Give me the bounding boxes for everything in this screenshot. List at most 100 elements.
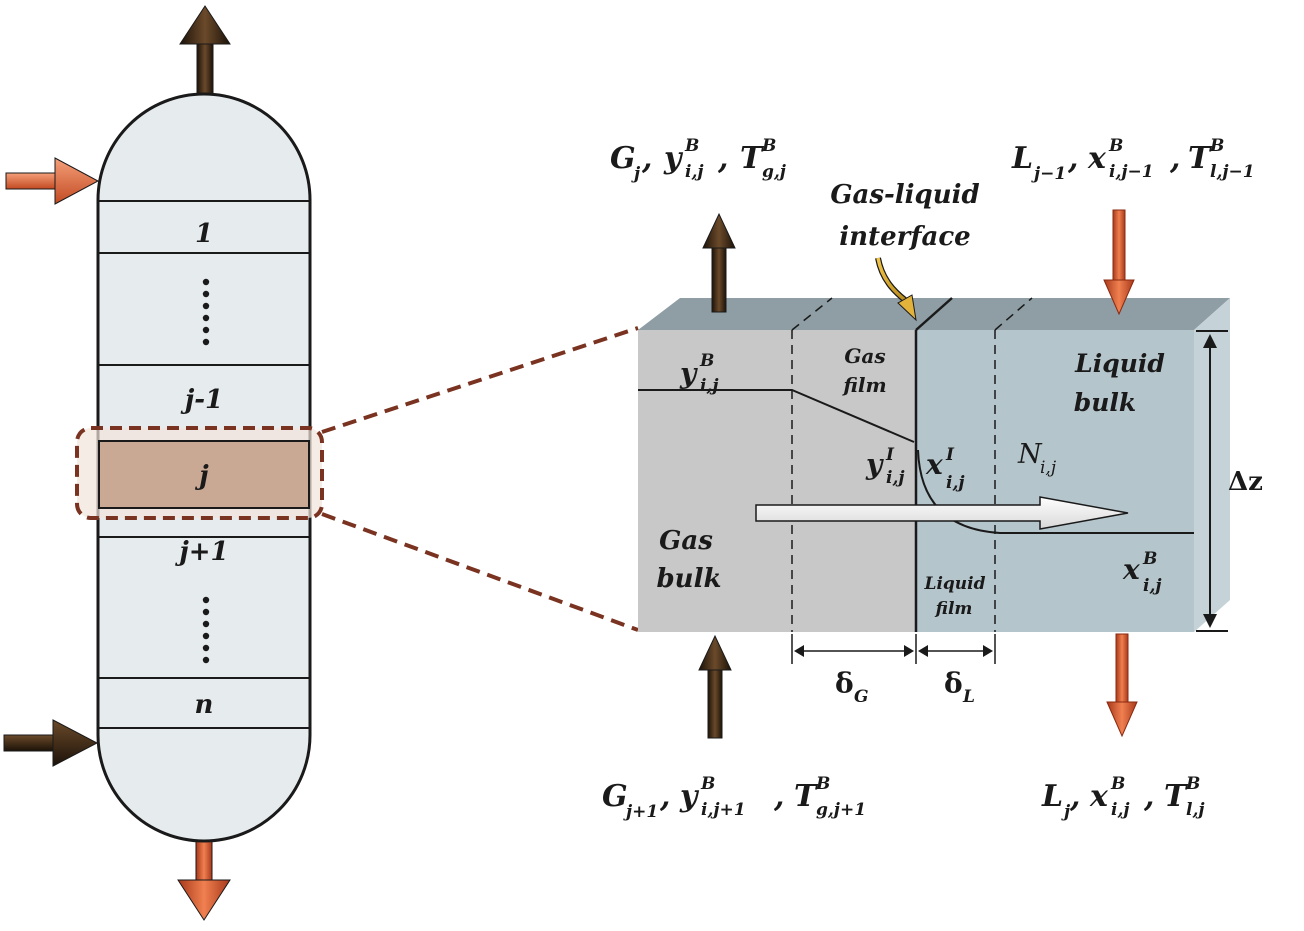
flux-var: N i,j [1017, 439, 1057, 478]
gas-bulk-label-line2: bulk [657, 564, 722, 594]
ellipsis-dots-upper [202, 278, 210, 346]
liquid-out-main-sub: j [1061, 802, 1071, 822]
liquid-in-main: L [1011, 141, 1033, 176]
y-interface-sup: I [885, 445, 895, 465]
x-interface-sup: I [945, 445, 955, 465]
flux-sub: i,j [1040, 458, 1057, 478]
liquid-out-sep2: , [1143, 779, 1154, 814]
y-bulk-base: y [679, 357, 698, 390]
flux-arrow [755, 496, 1129, 530]
gas-out-main: G [610, 141, 636, 176]
liquid-in-main-sub: j−1 [1031, 164, 1066, 184]
delta-l-base: δ [944, 667, 963, 700]
liquid-out-main: L [1041, 779, 1063, 814]
gas-inlet-arrow [698, 634, 732, 739]
gas-out-var2: y [663, 141, 684, 176]
stage-label-n: n [195, 690, 214, 720]
film-thickness-dimensions [791, 634, 996, 664]
gas-out-sep1: , [641, 141, 652, 176]
liquid-inlet-arrow [1103, 209, 1135, 316]
gas-in-var2-sub: i,j+1 [701, 800, 746, 820]
liquid-in-var3-sub: l,j−1 [1210, 162, 1255, 182]
liquid-bulk-label-line2: bulk [1074, 388, 1136, 417]
gas-in-var3-sub: g,j+1 [816, 800, 866, 820]
ellipsis-dots-lower [202, 596, 210, 664]
stream-label-gas-out: G j , y B i,j , T B g,j [610, 136, 787, 184]
film-boundaries [791, 297, 1033, 632]
x-bulk-sub: i,j [1143, 576, 1162, 596]
gas-in-var3: T [794, 779, 819, 814]
y-bulk-sup: B [699, 351, 714, 371]
gas-out-var3-sup: B [761, 136, 776, 156]
y-bulk-var: y B i,j [679, 351, 719, 396]
stream-label-liquid-out: L j , x B i,j , T B l,j [1041, 774, 1205, 822]
stage-label-1: 1 [195, 219, 213, 249]
gas-in-main-sub: j+1 [623, 802, 658, 822]
x-bulk-sup: B [1142, 549, 1157, 569]
gas-out-var2-sub: i,j [685, 162, 704, 182]
liquid-out-var3: T [1164, 779, 1189, 814]
x-interface-var: x I i,j [925, 445, 965, 493]
liquid-out-var2-sup: B [1110, 774, 1125, 794]
liquid-out-var3-sub: l,j [1186, 800, 1205, 820]
liquid-bulk-label-line1: Liquid [1074, 349, 1165, 378]
liquid-out-var2: x [1089, 779, 1109, 814]
height-dimension [1196, 330, 1228, 632]
delta-g-label: δ G [835, 667, 869, 707]
liquid-out-var3-sup: B [1185, 774, 1200, 794]
gas-concentration-profile [638, 389, 915, 443]
x-bulk-var: x B i,j [1122, 549, 1162, 596]
stage-dividers [99, 200, 309, 729]
gas-out-var3-sub: g,j [762, 162, 787, 182]
liquid-outlet-arrow [1106, 633, 1138, 738]
gas-film-label-line1: Gas [844, 344, 885, 368]
y-interface-var: y I i,j [865, 445, 905, 488]
y-interface-base: y [865, 448, 884, 481]
flux-base: N [1017, 439, 1043, 470]
liquid-region [916, 330, 1194, 632]
liquid-film-label-line2: film [935, 599, 973, 619]
interface-callout-line2: interface [839, 222, 970, 252]
x-interface-base: x [925, 448, 943, 481]
liquid-in-sep1: , [1067, 141, 1078, 176]
top-outlet-arrow [179, 5, 231, 103]
dz-label: Δz [1228, 467, 1263, 497]
gas-outlet-arrow [702, 212, 736, 313]
stage-detail-block: Δz [638, 297, 1263, 664]
gas-region [638, 330, 916, 632]
liquid-in-var2-sup: B [1108, 136, 1123, 156]
x-interface-sub: i,j [946, 473, 965, 493]
liquid-film-label-line1: Liquid [923, 574, 985, 594]
bottom-outlet-arrow [177, 829, 231, 921]
interface-callout-arrow [875, 257, 907, 303]
delta-g-base: δ [835, 667, 854, 700]
gas-in-sep2: , [773, 779, 784, 814]
x-bulk-base: x [1122, 553, 1140, 586]
liquid-in-var2-sub: i,j−1 [1109, 162, 1154, 182]
liquid-in-var3: T [1188, 141, 1213, 176]
stage-label-j-minus-1: j-1 [180, 385, 223, 415]
gas-out-var2-sup: B [684, 136, 699, 156]
liquid-out-var2-sub: i,j [1111, 800, 1130, 820]
zoom-connectors [321, 326, 639, 632]
gas-in-var2-sup: B [700, 774, 715, 794]
gas-out-var3: T [740, 141, 765, 176]
gas-in-main: G [602, 779, 628, 814]
delta-g-sub: G [854, 687, 869, 707]
liquid-out-sep1: , [1069, 779, 1080, 814]
gas-bulk-label-line1: Gas [659, 526, 713, 556]
liquid-in-sep2: , [1169, 141, 1180, 176]
liquid-feed-arrow [5, 157, 100, 205]
gas-in-var3-sup: B [815, 774, 830, 794]
y-bulk-sub: i,j [700, 376, 719, 396]
y-interface-sub: i,j [886, 468, 905, 488]
stage-j-band [98, 440, 310, 509]
gas-out-main-sub: j [631, 164, 641, 184]
delta-l-sub: L [962, 687, 975, 707]
liquid-in-var3-sup: B [1209, 136, 1224, 156]
liquid-in-var2: x [1087, 141, 1107, 176]
delta-l-label: δ L [944, 667, 975, 707]
block-side-face [1194, 298, 1230, 632]
